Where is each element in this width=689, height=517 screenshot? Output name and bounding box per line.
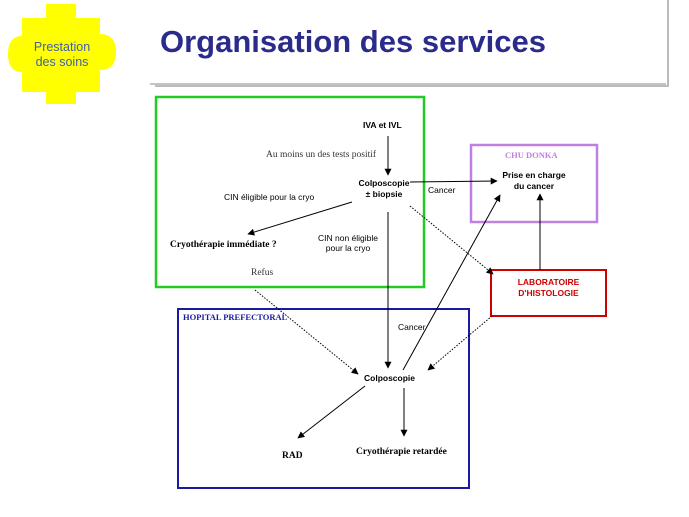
hospital-label: HOPITAL PREFECTORAL	[183, 312, 288, 322]
arrow-colpo-to-prise	[409, 177, 498, 185]
node-colpo-hospital: Colposcopie	[364, 373, 416, 383]
arrow-lab-to-hospital-colpo	[427, 315, 493, 371]
node-colpo-biopsy: Colposcopie ± biopsie	[346, 178, 422, 200]
arrow-hospital-colpo-to-rad	[297, 385, 366, 439]
label-positive-test: Au moins un des tests positif	[266, 150, 377, 160]
chu-box	[469, 143, 599, 224]
arrow-colpo-to-cryo	[247, 201, 353, 236]
label-refus: Refus	[251, 268, 274, 278]
node-prise-line1: Prise en charge	[502, 170, 566, 180]
node-cryo-immediate: Cryothérapie immédiate ?	[170, 240, 277, 250]
chu-label: CHU DONKA	[505, 150, 558, 160]
node-colpo-biopsy-line2: ± biopsie	[365, 189, 403, 199]
page-title: Organisation des services	[160, 24, 546, 59]
header-frame	[155, 0, 669, 87]
node-prise-en-charge: Prise en charge du cancer	[490, 170, 578, 192]
arrow-refus-to-hospital-colpo	[254, 289, 359, 375]
label-cancer-hospital: Cancer	[398, 322, 426, 332]
arrow-colpo-to-lab	[409, 205, 494, 275]
badge-puzzle-shape	[8, 4, 116, 104]
node-colpo-biopsy-line1: Colposcopie	[358, 178, 410, 188]
hospital-box	[177, 308, 470, 489]
lab-box	[490, 269, 607, 317]
node-rad: RAD	[282, 451, 303, 461]
label-cin-eligible: CIN éligible pour la cryo	[224, 192, 315, 202]
lab-label: LABORATOIRE D'HISTOLOGIE	[491, 277, 606, 299]
node-iva-ivl: IVA et IVL	[363, 120, 402, 130]
badge-label-line2: des soins	[35, 55, 89, 69]
label-cancer-chu: Cancer	[428, 185, 456, 195]
node-prise-line2: du cancer	[513, 181, 555, 191]
arrow-hospital-colpo-to-prise	[402, 194, 501, 371]
lab-label-line2: D'HISTOLOGIE	[518, 288, 579, 298]
label-cin-not-eligible-line1: CIN non éligible	[317, 233, 378, 243]
lab-label-line1: LABORATOIRE	[517, 277, 580, 287]
badge-label: Prestation des soins	[10, 40, 114, 70]
health-center-box	[154, 95, 426, 289]
node-cryo-delayed: Cryothérapie retardée	[356, 447, 447, 457]
label-cin-not-eligible-line2: pour la cryo	[325, 243, 371, 253]
badge-label-line1: Prestation	[33, 40, 91, 54]
label-cin-not-eligible: CIN non éligible pour la cryo	[310, 233, 386, 253]
